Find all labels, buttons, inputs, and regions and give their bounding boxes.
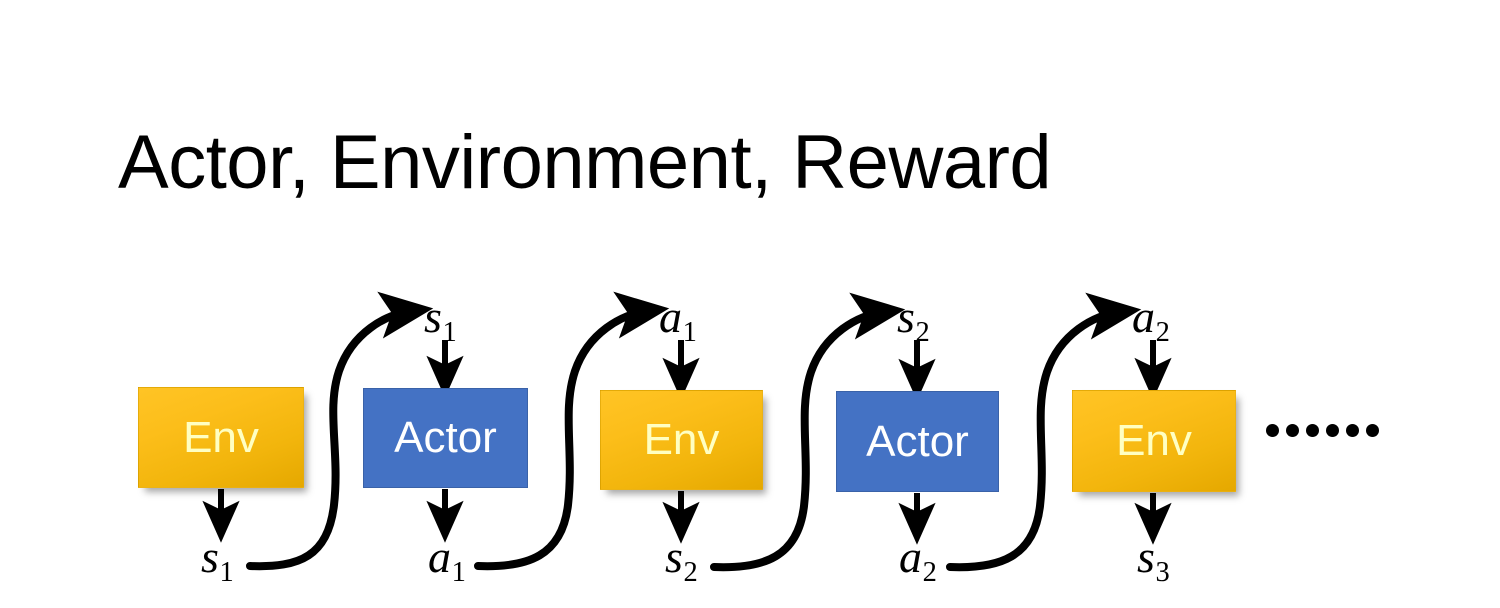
- node-label: Env: [1116, 416, 1192, 465]
- node-env-3[interactable]: Env: [1072, 390, 1236, 492]
- node-actor-1[interactable]: Actor: [363, 388, 528, 488]
- label-base: a: [428, 531, 451, 582]
- label-bottom-a1: a1: [428, 534, 466, 587]
- label-to-node-arrows: [426, 340, 1172, 401]
- label-top-s2: s2: [897, 294, 930, 347]
- label-sub: 1: [442, 316, 457, 348]
- label-bottom-s2: s2: [665, 534, 698, 587]
- label-top-a1: a1: [659, 294, 697, 347]
- ellipsis-dot: [1346, 424, 1359, 437]
- ellipsis-dot: [1326, 424, 1339, 437]
- label-sub: 1: [682, 316, 697, 348]
- ellipsis-dot: [1366, 424, 1379, 437]
- label-base: a: [659, 291, 682, 342]
- node-actor-2[interactable]: Actor: [836, 391, 999, 492]
- label-bottom-a2: a2: [899, 534, 937, 587]
- label-sub: 2: [915, 316, 930, 348]
- label-base: s: [1137, 531, 1155, 582]
- label-sub: 2: [922, 556, 937, 588]
- ellipsis-dot: [1266, 424, 1279, 437]
- ellipsis-dot: [1306, 424, 1319, 437]
- label-base: s: [201, 531, 219, 582]
- node-label: Env: [643, 415, 720, 464]
- ellipsis-icon: [1266, 424, 1379, 437]
- ellipsis-dot: [1286, 424, 1299, 437]
- label-base: s: [424, 291, 442, 342]
- node-to-label-arrows: [202, 489, 1172, 545]
- label-sub: 2: [683, 556, 698, 588]
- label-base: a: [899, 531, 922, 582]
- label-sub: 3: [1155, 556, 1170, 588]
- label-bottom-s1: s1: [201, 534, 234, 587]
- label-top-s1: s1: [424, 294, 457, 347]
- label-sub: 1: [451, 556, 466, 588]
- node-label: Actor: [394, 413, 497, 462]
- label-base: a: [1132, 291, 1155, 342]
- label-base: s: [897, 291, 915, 342]
- node-env-2[interactable]: Env: [600, 390, 763, 490]
- node-label: Actor: [866, 416, 969, 466]
- ellipsis-group-1: [1266, 424, 1319, 437]
- page-title: Actor, Environment, Reward: [118, 120, 1052, 205]
- node-label: Env: [183, 412, 259, 462]
- label-top-a2: a2: [1132, 294, 1170, 347]
- node-env-1[interactable]: Env: [138, 387, 304, 488]
- ellipsis-group-2: [1326, 424, 1379, 437]
- label-base: s: [665, 531, 683, 582]
- label-sub: 2: [1155, 316, 1170, 348]
- label-bottom-s3: s3: [1137, 534, 1170, 587]
- label-sub: 1: [219, 556, 234, 588]
